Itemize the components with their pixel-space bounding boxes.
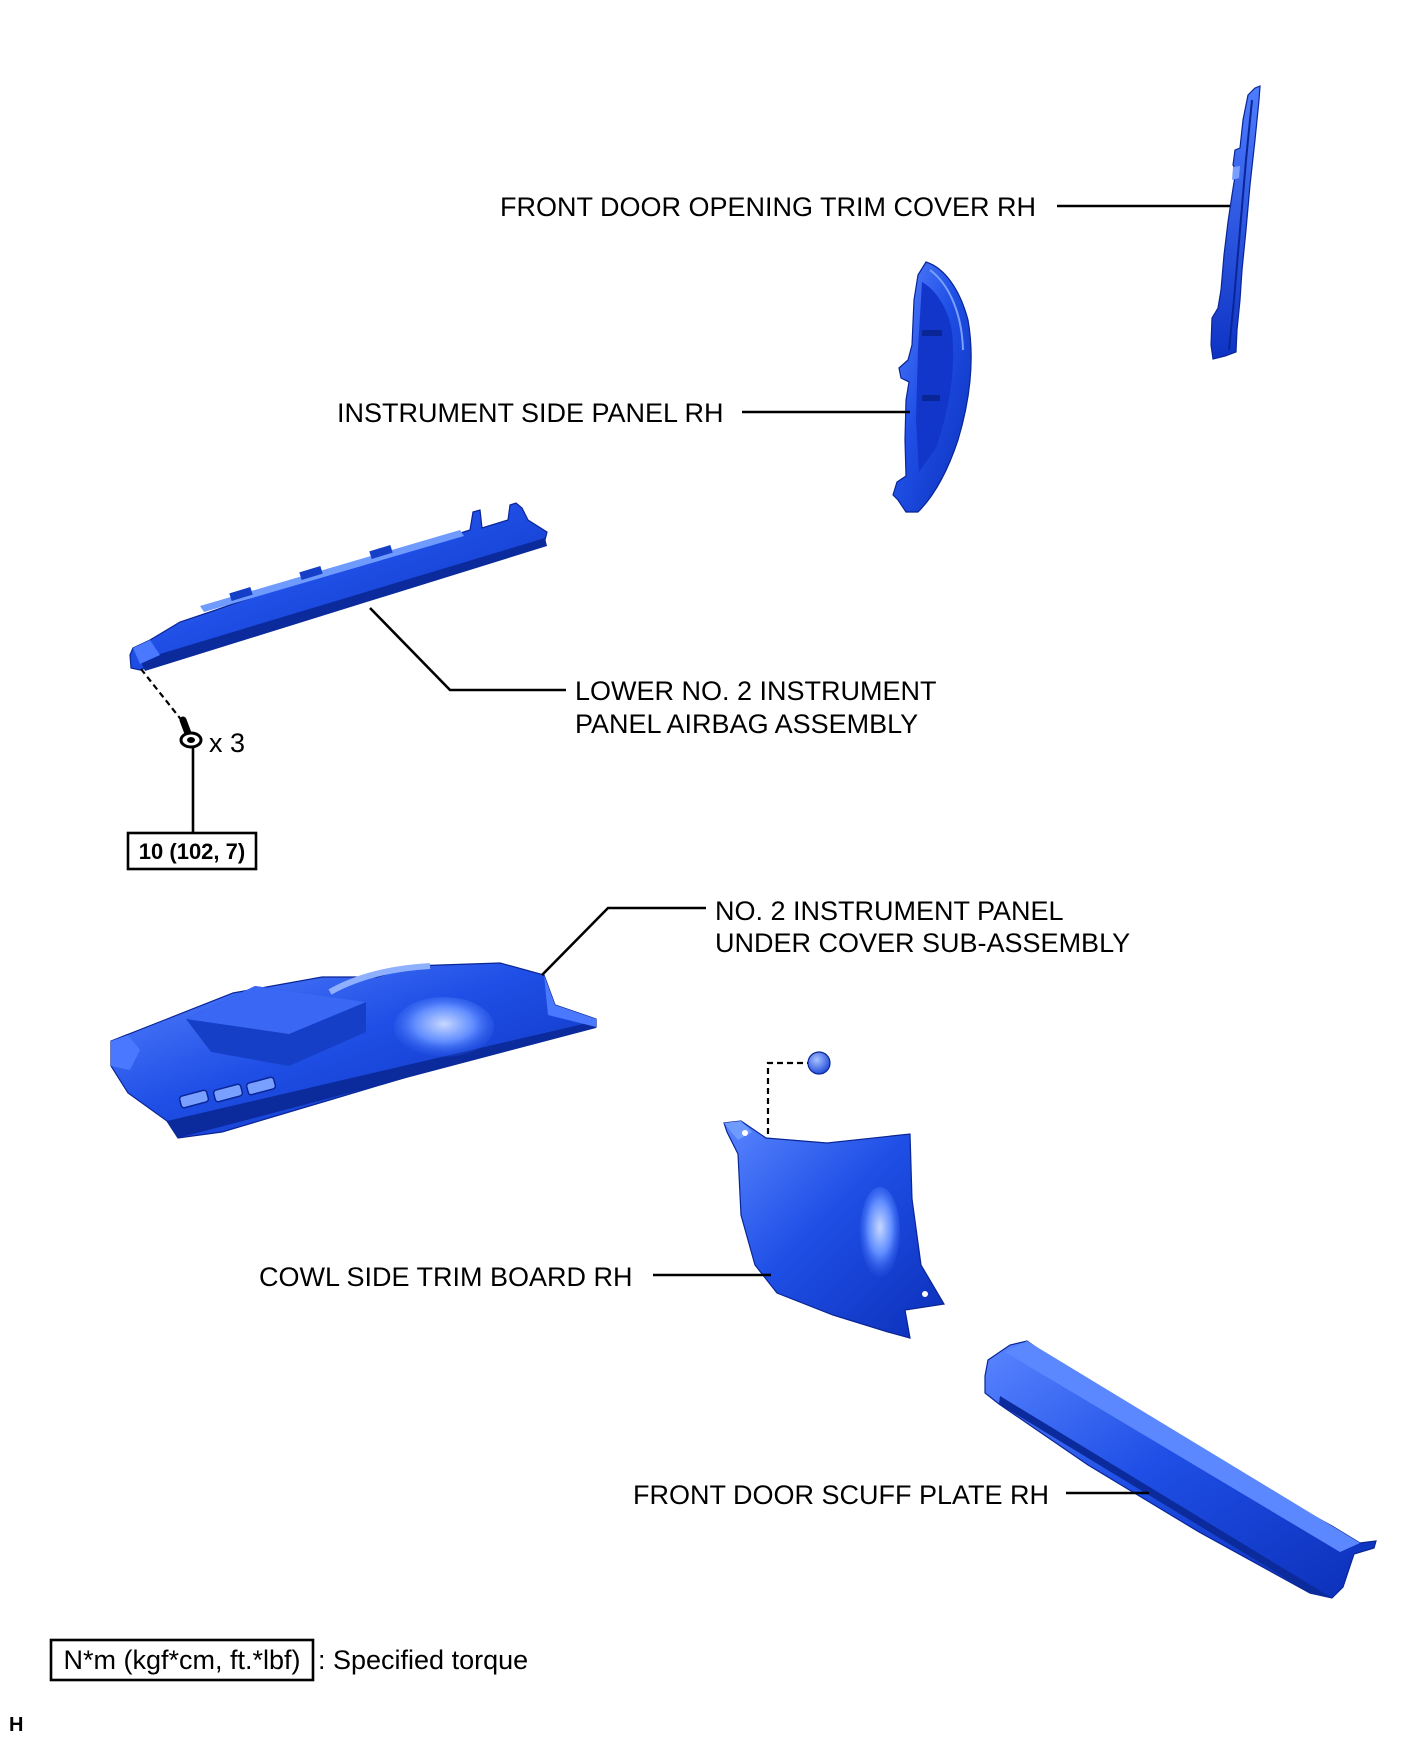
scuff-plate-top-band [1005,1341,1360,1552]
under-cover-vent-hole [178,1089,210,1109]
front-door-scuff-plate-part [984,1340,1377,1599]
airbag-front-face [140,538,547,671]
cowl-trim-clip-hole [742,1130,748,1136]
side-panel-slot [922,395,940,401]
torque-value: 10 (102, 7) [139,839,245,864]
legend-unit: N*m (kgf*cm, ft.*lbf) [63,1645,300,1675]
legend-torque-box [49,1638,315,1682]
trim-cover-edge-line [1228,99,1253,351]
cowl-trim-highlight [860,1187,900,1277]
airbag-rib [299,565,323,581]
lower-airbag-assembly-part [129,502,548,671]
airbag-end-bracket [133,640,160,664]
label-scuff-plate: FRONT DOOR SCUFF PLATE RH [633,1480,1049,1510]
leader-lower-airbag [369,607,566,692]
trim-cover-clip-tab [1232,166,1240,180]
label-under-cover-line1: NO. 2 INSTRUMENT PANEL [715,896,1064,926]
cowl-side-trim-board-part [723,1120,945,1339]
airbag-rib [369,544,393,560]
cowl-trim-body [723,1120,945,1339]
scuff-plate-lower-edge [999,1396,1332,1598]
bolt-quantity: x 3 [209,728,245,758]
under-cover-body [110,962,597,1139]
airbag-top-ridge [200,530,464,612]
side-panel-inner-face [916,282,954,472]
cowl-trim-lower-hole [922,1291,928,1297]
label-instrument-side-panel: INSTRUMENT SIDE PANEL RH [337,398,724,428]
under-cover-part [110,962,597,1139]
under-cover-vent-hole [245,1076,277,1096]
under-cover-module-box-top [186,986,366,1034]
under-cover-vent-hole [212,1083,244,1103]
side-panel-highlight [929,269,964,351]
bolt-install-dashed-line [140,668,184,723]
label-front-door-opening-trim-cover: FRONT DOOR OPENING TRIM COVER RH [500,192,1036,222]
trim-cover-body [1210,85,1261,360]
front-door-opening-trim-cover-part [1210,85,1261,360]
leader-under-cover [541,906,706,976]
under-cover-right-flange [544,975,596,1027]
under-cover-front-strip [167,1021,596,1138]
side-panel-slot [922,330,942,336]
torque-box [126,831,258,871]
instrument-side-panel-part [892,261,972,513]
label-under-cover-line2: UNDER COVER SUB-ASSEMBLY [715,928,1130,958]
legend-description: : Specified torque [318,1645,528,1675]
under-cover-dome [394,997,494,1057]
label-lower-airbag-line2: PANEL AIRBAG ASSEMBLY [575,709,918,739]
under-cover-raised-rib [328,963,431,995]
clip-install-dashed-line [766,1061,808,1134]
label-cowl-side-trim: COWL SIDE TRIM BOARD RH [259,1262,633,1292]
label-lower-airbag-line1: LOWER NO. 2 INSTRUMENT [575,676,937,706]
page-code: H [9,1714,23,1736]
under-cover-left-flange [111,1035,140,1070]
clip-icon [807,1051,831,1075]
airbag-rib [229,586,253,602]
bolt-icon [179,716,203,749]
scuff-plate-body [984,1340,1377,1599]
